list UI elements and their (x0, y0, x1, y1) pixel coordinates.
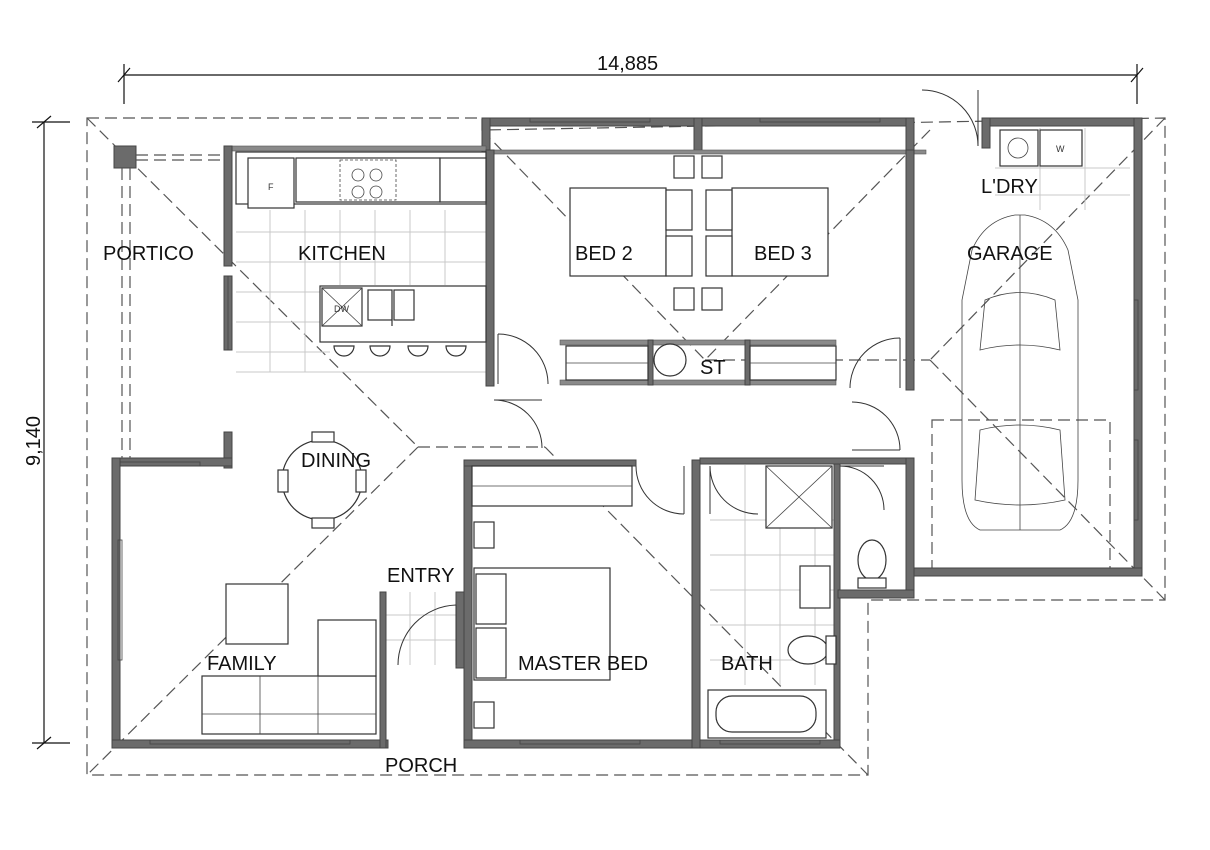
car (961, 214, 1079, 531)
vanity (799, 565, 831, 609)
bath-fixtures (707, 465, 887, 739)
sofa-chaise (317, 619, 377, 677)
kitchen-fixtures: F DW (235, 151, 487, 357)
label-bed2: BED 2 (575, 243, 633, 265)
dishwasher-label: DW (334, 304, 349, 314)
doors (397, 89, 979, 666)
floor-tiles (236, 128, 1130, 685)
width-dimension-label: 14,885 (597, 53, 658, 75)
dining-table (277, 431, 367, 529)
label-laundry: L'DRY (981, 176, 1038, 198)
sofa-base (201, 675, 377, 735)
height-dimension-label: 9,140 (23, 416, 45, 466)
fridge (247, 157, 295, 209)
kitchen-sink (367, 289, 393, 321)
armchair (225, 583, 289, 645)
windows (117, 117, 1139, 745)
label-storage: ST (700, 357, 726, 379)
label-master-bed: MASTER BED (518, 653, 648, 675)
fridge-label: F (268, 182, 274, 192)
label-family: FAMILY (207, 653, 277, 675)
portico-structure (113, 145, 224, 458)
label-portico: PORTICO (103, 243, 194, 265)
washer (1039, 129, 1083, 167)
laundry-fixtures: W (999, 129, 1083, 167)
label-bath: BATH (721, 653, 773, 675)
master-bed-furniture (473, 521, 611, 729)
room-labels: PORTICO KITCHEN BED 2 BED 3 L'DRY GARAGE… (103, 176, 1053, 777)
label-entry: ENTRY (387, 565, 454, 587)
bed3-furniture (701, 155, 829, 311)
toilet-bath (787, 635, 829, 665)
label-bed3: BED 3 (754, 243, 812, 265)
entry-tiles (384, 592, 460, 665)
kitchen-tiles (236, 210, 486, 373)
washer-label: W (1056, 144, 1065, 154)
bed2-furniture (569, 155, 695, 311)
label-porch: PORCH (385, 755, 457, 777)
label-garage: GARAGE (967, 243, 1053, 265)
label-dining: DINING (301, 450, 371, 472)
label-kitchen: KITCHEN (298, 243, 386, 265)
laundry-tub (999, 129, 1039, 167)
dimension-lines (32, 64, 1144, 750)
family-furniture (201, 583, 377, 735)
hot-water-cylinder (653, 343, 687, 377)
wardrobes (471, 343, 837, 507)
toilet-wc (857, 539, 887, 581)
laundry-tiles (995, 128, 1130, 210)
